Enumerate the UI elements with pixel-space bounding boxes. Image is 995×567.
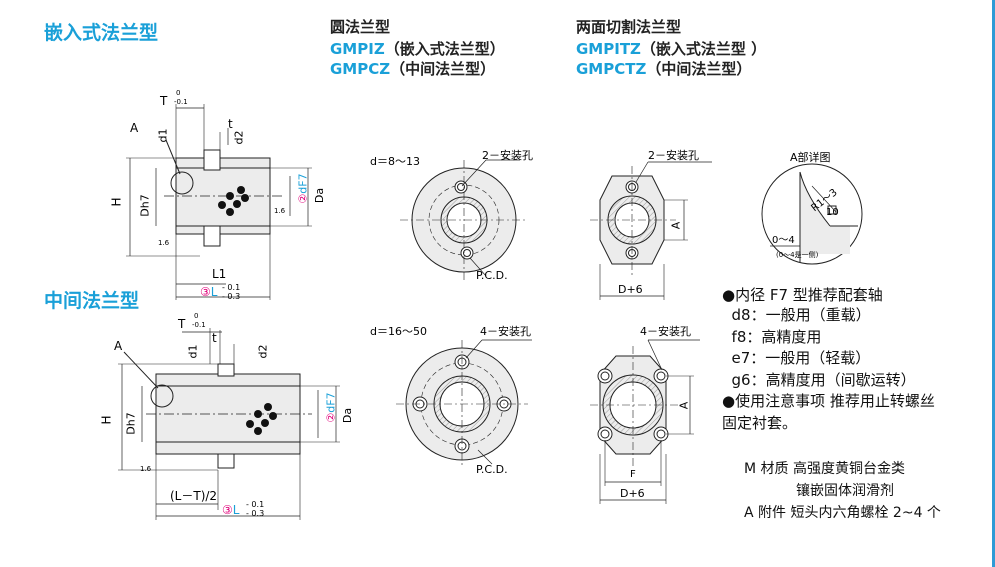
dim-L-top: ③L xyxy=(200,286,217,298)
model-code: GMPCZ xyxy=(330,60,391,78)
material-line-2: 镶嵌固体润滑剂 xyxy=(796,483,894,499)
model-desc: （中间法兰型） xyxy=(646,60,752,78)
round-flange-large xyxy=(396,339,532,468)
d-range-small: d＝8～13 xyxy=(370,155,420,168)
model-desc: （中间法兰型） xyxy=(390,60,496,78)
note-line: f8：高精度用 xyxy=(722,328,822,346)
L-text: L xyxy=(210,285,218,299)
detail-a-circle xyxy=(170,171,194,195)
dim-Da-bottom: Da xyxy=(341,407,355,424)
holes-4-round: 4－安装孔 xyxy=(480,325,531,338)
dim-d1-bottom: d1 xyxy=(186,344,200,359)
dim-L-tol-upper: - 0.1 xyxy=(222,283,241,292)
middle-side-view xyxy=(118,328,340,520)
roughness-1-6-a: 1.6 xyxy=(274,207,286,215)
detail-a xyxy=(761,163,863,265)
circled-2: ② xyxy=(324,412,338,423)
dim-d2-bottom: d2 xyxy=(256,344,270,359)
model-code: GMPIZ xyxy=(330,40,385,58)
model-desc: （嵌入式法兰型 ） xyxy=(640,40,767,58)
dim-L-tol-lower: - 0.3 xyxy=(222,292,241,301)
detail-range: 0～4 xyxy=(772,235,795,246)
model-row-twoside-1: GMPITZ（嵌入式法兰型 ） xyxy=(576,42,766,57)
heading-twoside-flange: 两面切割法兰型 xyxy=(576,18,682,36)
dim-dF7-top: ②dF7 xyxy=(296,173,310,204)
circled-3: ③ xyxy=(200,285,211,299)
dim-A-large: A xyxy=(677,401,691,410)
model-row-twoside-2: GMPCTZ（中间法兰型） xyxy=(576,62,751,77)
dim-T-top: T xyxy=(160,95,167,107)
dim-H-bottom: H xyxy=(99,415,114,425)
dim-d1-top: d1 xyxy=(156,128,170,143)
d-range-large: d＝16～50 xyxy=(370,325,427,338)
roughness-1-6-c: 1.6 xyxy=(140,465,152,473)
dim-T: T xyxy=(160,94,168,108)
heading-embedded-flange: 嵌入式法兰型 xyxy=(44,22,159,44)
heading-middle-flange: 中间法兰型 xyxy=(44,290,140,312)
pcd-large: P.C.D. xyxy=(476,463,508,476)
pcd-small: P.C.D. xyxy=(476,269,508,282)
label-A-top: A xyxy=(130,121,139,135)
dim-dF7-bottom: ②dF7 xyxy=(324,392,338,423)
dim-t-bottom: t xyxy=(212,331,217,345)
dim-t-top: t xyxy=(228,117,233,131)
detail-10: 10 xyxy=(826,207,839,218)
dF7-text: dF7 xyxy=(296,173,310,194)
dim-L1-top: L1 xyxy=(212,267,227,281)
lubricant-plugs-bottom xyxy=(246,403,277,435)
dim-d2-top: d2 xyxy=(232,130,246,145)
dim-T-bottom: T xyxy=(178,317,186,331)
dim-D6-large: D+6 xyxy=(620,487,645,500)
L-text: L xyxy=(232,503,240,517)
twoside-flange-large xyxy=(590,339,700,504)
dF7-text: dF7 xyxy=(324,392,338,413)
embedded-side-view xyxy=(126,104,312,300)
dim-L-tol-lower-b: - 0.3 xyxy=(246,509,265,518)
lubricant-plugs-top xyxy=(218,186,249,216)
model-row-round-2: GMPCZ（中间法兰型） xyxy=(330,62,495,77)
note-line: 固定衬套。 xyxy=(722,414,798,432)
holes-2-twoside: 2－安装孔 xyxy=(648,149,699,162)
dim-T-tol-upper-b: 0 xyxy=(194,312,199,320)
dim-Dh7-top: Dh7 xyxy=(138,194,152,217)
dim-T-tol-lower-b: -0.1 xyxy=(192,321,206,329)
dim-LT2: (L－T)/2 xyxy=(170,489,218,503)
round-flange-small xyxy=(400,159,528,280)
model-desc: （嵌入式法兰型） xyxy=(384,40,505,58)
twoside-flange-small xyxy=(590,161,712,300)
note-line: ●内径 F7 型推荐配套轴 xyxy=(722,286,883,304)
note-line: ●使用注意事项 推荐用止转螺丝 xyxy=(722,392,935,410)
dim-A-small: A xyxy=(669,221,683,230)
roughness-1-6-b: 1.6 xyxy=(158,239,170,247)
model-code: GMPITZ xyxy=(576,40,641,58)
dim-L-tol-upper-b: - 0.1 xyxy=(246,500,265,509)
dim-F-large: F xyxy=(630,469,636,480)
dim-H-top: H xyxy=(109,197,124,207)
material-line-1: M 材质 高强度黄铜台金类 xyxy=(744,461,905,477)
note-line: e7：一般用（轻载） xyxy=(722,349,871,367)
heading-round-flange: 圆法兰型 xyxy=(330,18,391,36)
detail-note: (0～4是一侧) xyxy=(776,251,819,259)
dim-Da-top: Da xyxy=(313,187,327,204)
holes-2-round: 2－安装孔 xyxy=(482,149,533,162)
holes-4-twoside: 4－安装孔 xyxy=(640,325,691,338)
model-code: GMPCTZ xyxy=(576,60,647,78)
detail-a-title: A部详图 xyxy=(790,151,831,164)
dim-T-tol-upper: 0 xyxy=(176,89,181,97)
note-line: g6：高精度用（间歇运转） xyxy=(722,371,916,389)
note-line: d8：一般用（重载） xyxy=(722,306,871,324)
dim-T-tol-lower: -0.1 xyxy=(174,98,188,106)
label-A-bottom: A xyxy=(114,339,123,353)
model-row-round-1: GMPIZ（嵌入式法兰型） xyxy=(330,42,505,57)
material-line-3: A 附件 短头内六角螺栓 2~4 个 xyxy=(744,505,941,521)
circled-2: ② xyxy=(296,193,310,204)
circled-3: ③ xyxy=(222,503,233,517)
dim-Dh7-bottom: Dh7 xyxy=(124,412,138,435)
right-border xyxy=(992,0,995,567)
dim-L-bottom: ③L xyxy=(222,504,239,516)
dim-D6-small: D+6 xyxy=(618,283,643,296)
